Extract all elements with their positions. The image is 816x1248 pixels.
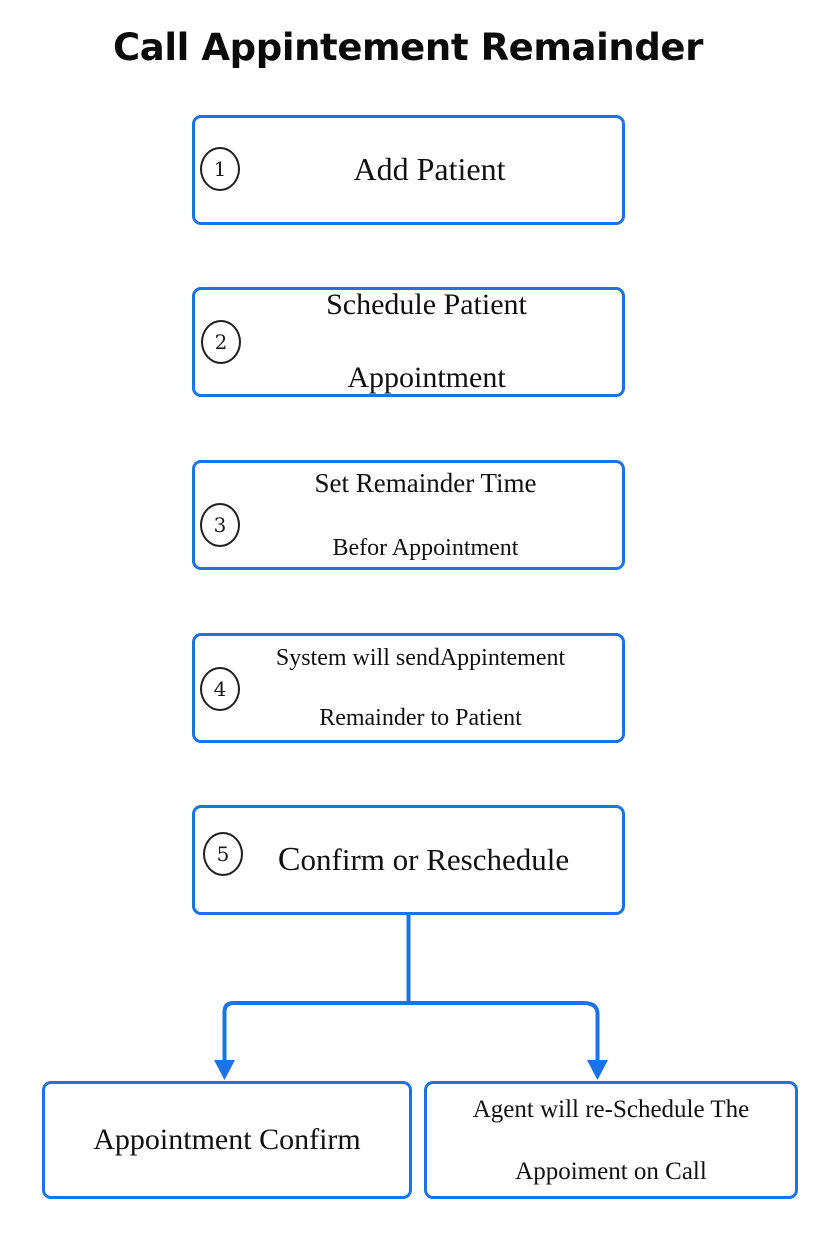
flow-step-add-patient[interactable]: Add Patient — [192, 115, 625, 225]
flow-step-4-label: System will sendAppintement Remainder to… — [242, 612, 575, 763]
flow-outcome-agent-reschedule[interactable]: Agent will re-Schedule The Appoiment on … — [424, 1081, 798, 1199]
flow-outcome-reschedule-line-2: Appoiment on Call — [515, 1157, 707, 1185]
step-badge-3-number: 3 — [213, 513, 227, 537]
step-badge-5: 5 — [203, 832, 243, 876]
flow-step-5-initial: C — [277, 840, 301, 878]
flow-step-2-label: Schedule Patient Appointment — [280, 251, 537, 434]
step-badge-1: 1 — [200, 147, 240, 191]
flow-step-3-line-2: Befor Appointment — [332, 534, 519, 561]
flow-outcome-confirm-label: Appointment Confirm — [93, 1123, 361, 1157]
step-badge-4: 4 — [200, 667, 240, 711]
flow-outcome-appointment-confirm[interactable]: Appointment Confirm — [42, 1081, 412, 1199]
flow-step-2-line-2: Appointment — [347, 361, 506, 395]
flow-step-system-sends-remainder[interactable]: System will sendAppintement Remainder to… — [192, 633, 625, 743]
flow-step-confirm-or-reschedule[interactable]: Confirm or Reschedule — [192, 805, 625, 915]
flow-step-3-label: Set Remainder Time Befor Appointment — [271, 433, 547, 597]
page-title: Call Appintement Remainder — [113, 26, 703, 69]
step-badge-4-number: 4 — [213, 677, 227, 701]
flow-step-2-line-1: Schedule Patient — [326, 288, 527, 322]
flow-step-3-line-1: Set Remainder Time — [314, 467, 537, 498]
flow-step-5-label: Confirm or Reschedule — [238, 841, 579, 879]
flow-step-set-remainder-time[interactable]: Set Remainder Time Befor Appointment — [192, 460, 625, 570]
step-badge-3: 3 — [200, 503, 240, 547]
step-badge-2-number: 2 — [214, 330, 228, 354]
flow-outcome-reschedule-line-1: Agent will re-Schedule The — [472, 1095, 750, 1123]
arrowhead-left — [214, 1060, 235, 1080]
step-badge-2: 2 — [201, 320, 241, 364]
connector-split-bar — [222, 1001, 600, 1015]
flow-outcome-reschedule-label: Agent will re-Schedule The Appoiment on … — [463, 1063, 760, 1218]
flow-step-1-label: Add Patient — [353, 151, 506, 188]
flow-step-4-line-1: System will sendAppintement — [275, 644, 566, 671]
step-badge-5-number: 5 — [216, 842, 230, 866]
step-badge-1-number: 1 — [213, 157, 227, 181]
flow-step-4-line-2: Remainder to Patient — [319, 705, 522, 732]
flow-step-5-rest: onfirm or Reschedule — [300, 841, 570, 877]
flow-step-schedule-appointment[interactable]: Schedule Patient Appointment — [192, 287, 625, 397]
